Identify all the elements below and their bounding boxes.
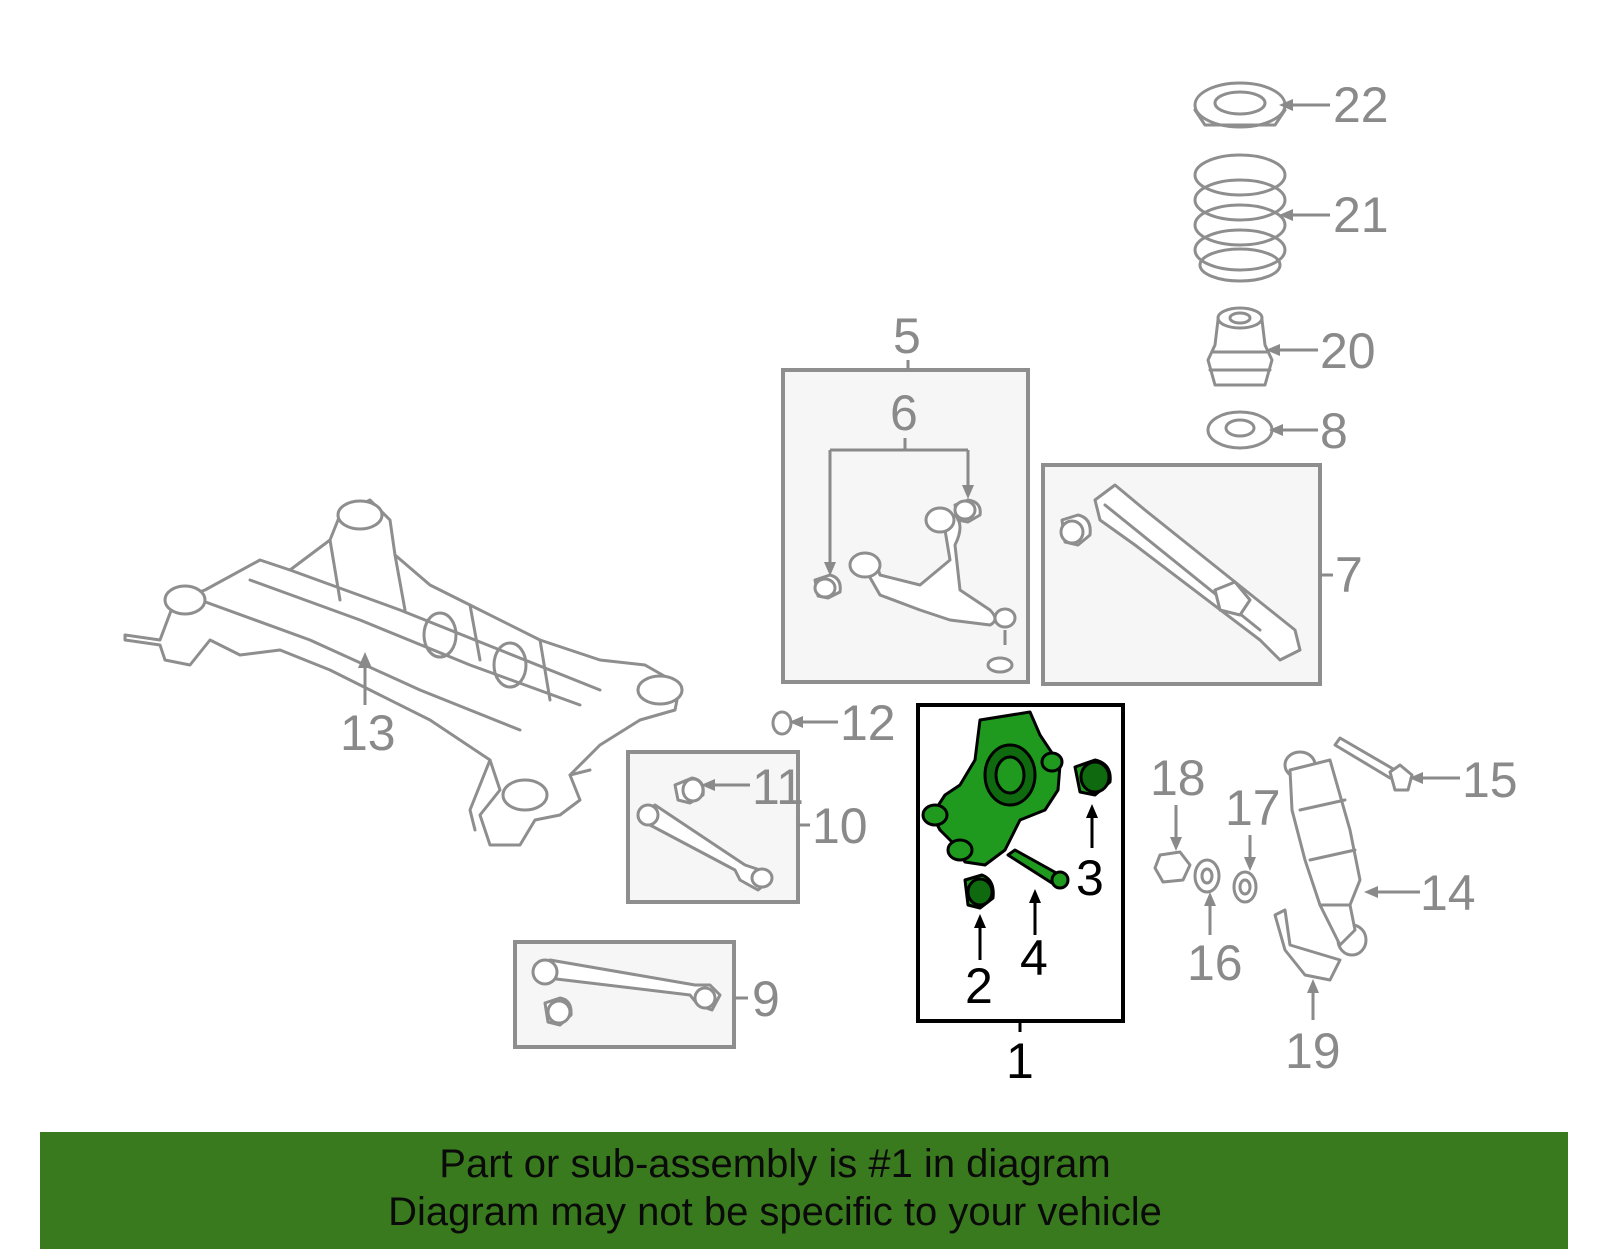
callout-10: 10	[798, 798, 868, 854]
callout-11: 11	[701, 759, 804, 815]
svg-text:4: 4	[1020, 930, 1048, 986]
svg-text:10: 10	[812, 798, 868, 854]
callout-6: 6	[824, 385, 974, 576]
knuckle-group-1[interactable]	[916, 703, 1125, 1023]
svg-text:18: 18	[1150, 750, 1206, 806]
svg-text:15: 15	[1462, 752, 1518, 808]
upper-arm-group-5[interactable]	[781, 368, 1030, 684]
insulator-part-8[interactable]	[1206, 410, 1274, 450]
nut-part-12[interactable]	[771, 710, 793, 736]
svg-text:6: 6	[890, 385, 918, 441]
callout-3: 3	[1076, 804, 1104, 906]
callout-9: 9	[734, 971, 780, 1027]
washer-part-16[interactable]	[1193, 858, 1221, 894]
bump-stop-part-20[interactable]	[1206, 306, 1274, 387]
callout-5: 5	[893, 308, 921, 370]
svg-text:8: 8	[1320, 403, 1348, 459]
svg-text:22: 22	[1333, 77, 1389, 133]
svg-text:17: 17	[1225, 780, 1281, 836]
callout-22: 22	[1279, 77, 1389, 133]
svg-text:9: 9	[752, 971, 780, 1027]
svg-text:11: 11	[752, 759, 804, 815]
callout-4: 4	[1020, 889, 1048, 986]
lower-arm-group-7[interactable]	[1041, 463, 1322, 686]
callout-2: 2	[965, 914, 993, 1014]
washer-part-17[interactable]	[1232, 870, 1258, 904]
svg-text:16: 16	[1187, 935, 1243, 991]
callout-21: 21	[1279, 187, 1389, 243]
spring-seat-part-22[interactable]	[1193, 81, 1287, 129]
link-group-9[interactable]	[513, 940, 736, 1049]
bracket-part-19[interactable]	[1273, 908, 1342, 982]
svg-text:20: 20	[1320, 323, 1376, 379]
svg-text:7: 7	[1335, 547, 1363, 603]
callout-15: 15	[1409, 752, 1518, 808]
callout-16: 16	[1187, 892, 1243, 991]
svg-text:13: 13	[340, 705, 396, 761]
info-banner: Part or sub-assembly is #1 in diagram Di…	[40, 1132, 1568, 1249]
callout-8: 8	[1269, 403, 1348, 459]
banner-line-2: Diagram may not be specific to your vehi…	[388, 1190, 1162, 1234]
callout-1: 1	[1006, 1021, 1034, 1089]
callout-13: 13	[340, 652, 396, 761]
callout-20: 20	[1266, 323, 1376, 379]
nut-part-18[interactable]	[1153, 850, 1192, 884]
link-group-10[interactable]	[626, 750, 800, 904]
callout-14: 14	[1364, 865, 1476, 921]
svg-text:1: 1	[1006, 1033, 1034, 1089]
banner-line-1: Part or sub-assembly is #1 in diagram	[439, 1142, 1111, 1186]
callout-17: 17	[1225, 780, 1281, 871]
svg-text:21: 21	[1333, 187, 1389, 243]
bolt-part-15[interactable]	[1333, 736, 1414, 792]
svg-text:14: 14	[1420, 865, 1476, 921]
coil-spring-part-21[interactable]	[1193, 153, 1287, 283]
callout-19: 19	[1285, 979, 1341, 1079]
callout-18: 18	[1150, 750, 1206, 851]
svg-text:3: 3	[1076, 850, 1104, 906]
subframe-part-13[interactable]	[123, 498, 684, 847]
callout-7: 7	[1320, 547, 1363, 603]
svg-text:2: 2	[965, 958, 993, 1014]
svg-text:5: 5	[893, 308, 921, 364]
svg-text:19: 19	[1285, 1023, 1341, 1079]
callout-12: 12	[789, 695, 896, 751]
shock-absorber-part-14[interactable]	[1283, 750, 1368, 957]
svg-text:12: 12	[840, 695, 896, 751]
